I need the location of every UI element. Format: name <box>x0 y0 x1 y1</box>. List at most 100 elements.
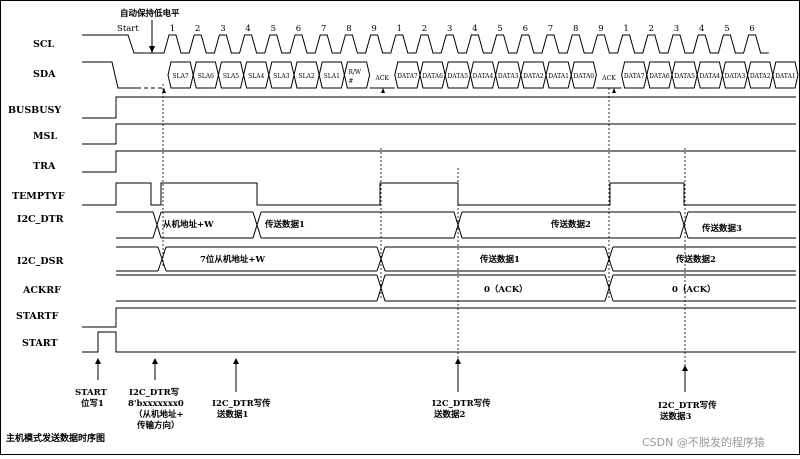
scl-bit-number: 4 <box>245 24 250 34</box>
sda-start-edge <box>82 61 137 89</box>
annotation-arrows <box>95 358 688 392</box>
dtr-bus-x <box>152 211 162 239</box>
dtr-bus-x <box>679 211 689 239</box>
ann-addr-l1: I2C_DTR写 <box>129 388 180 398</box>
scl-bit-number: 5 <box>271 24 276 34</box>
startf-waveform <box>82 307 796 328</box>
scl-bit-number: 6 <box>749 24 754 34</box>
scl-bit-number: 8 <box>573 24 578 34</box>
scl-bit-number: 7 <box>548 24 553 34</box>
scl-bit-number: 9 <box>598 24 603 34</box>
dtr-label-addr: 从机地址+W <box>163 219 214 230</box>
annotation-arrowhead <box>233 358 239 364</box>
busbusy-waveform <box>82 96 796 119</box>
sda-cell-label: DATA3 <box>498 73 519 80</box>
sda-cell-label: SLA7 <box>172 73 188 80</box>
sda-cell <box>570 61 597 89</box>
start-waveform <box>82 331 796 353</box>
scl-bit-number: 1 <box>623 24 628 34</box>
sda-cell-label: DATA6 <box>422 73 443 80</box>
ann-data3-l1: I2C_DTR写传 <box>658 400 717 411</box>
scl-bit-number: 6 <box>296 24 301 34</box>
msl-waveform <box>82 123 796 145</box>
signal-name-ackrf: ACKRF <box>22 285 61 296</box>
csdn-watermark: CSDN @不脱发的程序猿 <box>642 435 765 449</box>
sda-cell-label: DATA1 <box>548 73 569 80</box>
scl-bit-number: 6 <box>523 24 528 34</box>
guide-arrowhead <box>612 88 616 93</box>
hold-low-arrowhead <box>149 46 155 53</box>
sda-cell-label: SLA5 <box>223 73 239 80</box>
scl-bit-number: 5 <box>724 24 729 34</box>
scl-bit-number: 7 <box>321 24 326 34</box>
dtr-label-data2: 传送数据2 <box>550 219 591 230</box>
ann-addr-l2: 8'bxxxxxxx0 <box>128 399 184 409</box>
dtr-label-data1: 传送数据1 <box>264 219 305 230</box>
signal-name-busbusy: BUSBUSY <box>8 105 61 116</box>
sda-rw-suffix: # <box>348 78 353 85</box>
ann-data3-l2: 送数据3 <box>659 411 692 422</box>
ackrf-label-2: 0（ACK） <box>672 284 716 295</box>
sda-cell-label: SLA4 <box>248 73 264 80</box>
sda-cell-label: DATA7 <box>624 73 645 80</box>
scl-bit-number: 3 <box>674 24 679 34</box>
sda-cell-label: DATA1 <box>775 73 796 80</box>
scl-bit-number: 2 <box>195 24 200 34</box>
sda-cell-label: SLA6 <box>198 73 214 80</box>
sda-cell-label: DATA2 <box>750 73 771 80</box>
sda-cell <box>772 61 799 89</box>
sda-cell-label: DATA6 <box>649 73 670 80</box>
sda-cell-label: DATA5 <box>674 73 695 80</box>
dsr-bus-x <box>157 246 167 272</box>
ann-data1-l2: 送数据1 <box>216 409 249 420</box>
scl-bit-number: 4 <box>699 24 704 34</box>
ann-start-l2: 位写1 <box>81 398 104 409</box>
annotation-arrowhead <box>682 365 688 371</box>
ann-data2-l1: I2C_DTR写传 <box>432 398 491 409</box>
guide-arrowhead <box>162 88 166 93</box>
hold-low-note: 自动保持低电平 <box>120 8 180 19</box>
ann-data2-l2: 送数据2 <box>433 409 466 420</box>
scl-bit-number: 9 <box>371 24 376 34</box>
sda-cell-label: SLA3 <box>273 73 289 80</box>
sda-cell-label: DATA3 <box>725 73 746 80</box>
sda-cells: SLA7 SLA6 SLA5 SLA4 SLA3 SLA2 SLA1 R/W # ACK DATA7… <box>167 61 799 89</box>
guide-arrowhead <box>381 88 385 93</box>
sda-cell-label: DATA7 <box>397 73 418 80</box>
tra-waveform <box>82 150 796 173</box>
scl-waveform <box>82 34 769 54</box>
annotation-arrowhead <box>95 358 101 364</box>
scl-bit-number: 5 <box>497 24 502 34</box>
signal-names: SCLSDABUSBUSYMSLTRATEMPTYFI2C_DTRI2C_DSR… <box>8 39 65 349</box>
sda-cell-label: DATA4 <box>699 73 720 80</box>
annotation-arrowhead <box>152 358 158 364</box>
sda-rw-label: R/W <box>348 69 362 76</box>
dsr-label-data2: 传送数据2 <box>675 254 716 265</box>
ann-start-l1: START <box>75 388 108 398</box>
scl-bit-number: 2 <box>422 24 427 34</box>
sda-cell-label: DATA0 <box>573 73 594 80</box>
temptyf-waveform <box>82 182 796 206</box>
scl-bit-number: 3 <box>447 24 452 34</box>
sda-cell-label: SLA2 <box>298 73 314 80</box>
sda-cell-label: DATA5 <box>447 73 468 80</box>
dtr-label-data3: 传送数据3 <box>701 223 742 234</box>
annotation-arrowhead <box>455 358 461 364</box>
signal-name-i2c-dtr: I2C_DTR <box>17 214 64 225</box>
guide-lines <box>162 84 686 368</box>
dsr-label-data1: 传送数据1 <box>479 254 520 265</box>
scl-bit-number: 4 <box>472 24 477 34</box>
signal-name-sda: SDA <box>33 69 56 80</box>
scl-bit-number: 3 <box>220 24 225 34</box>
sda-ack-label: ACK <box>374 75 389 82</box>
ann-addr-l4: 传输方向） <box>136 420 180 431</box>
dtr-bus-x <box>252 211 262 239</box>
sda-cell-label: SLA1 <box>324 73 340 80</box>
signal-name-temptyf: TEMPTYF <box>12 191 65 202</box>
dsr-label-addr: 7位从机地址+W <box>200 254 266 265</box>
ann-addr-l3: （从机地址+ <box>134 409 184 420</box>
